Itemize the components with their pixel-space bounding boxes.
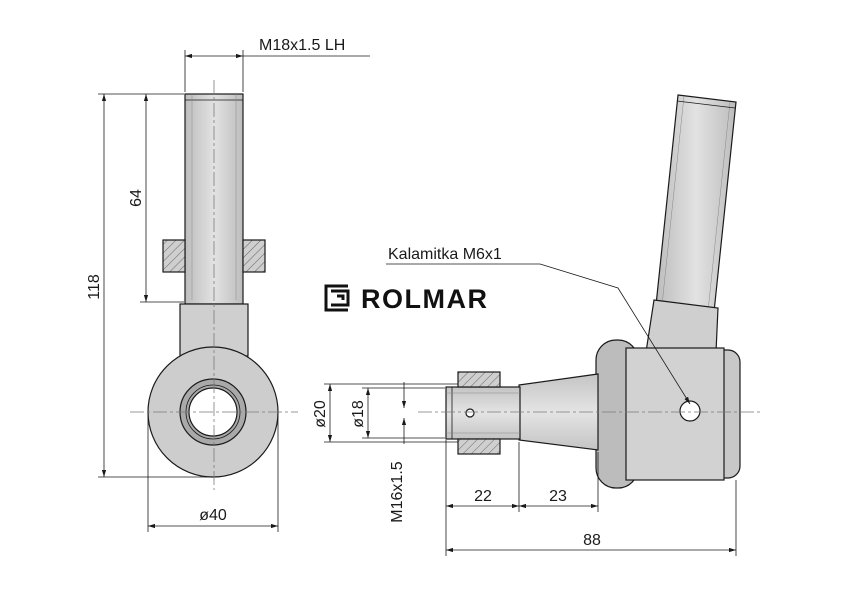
dim-eye-diameter: ø40: [199, 507, 227, 524]
lock-nut-right: [242, 239, 266, 273]
lock-nut-left: [162, 239, 186, 273]
dim-thread-main: M18x1.5 LH: [259, 37, 345, 54]
dim-length-thread: 64: [128, 189, 145, 207]
front-centerlines: [130, 80, 298, 490]
dim-length-23: 23: [549, 488, 567, 505]
front-view: [147, 93, 279, 478]
rolmar-logo-icon: [324, 284, 350, 312]
dim-diameter-20: ø20: [312, 400, 329, 428]
pin-nut-bottom: [457, 438, 501, 455]
pin-nut-top: [457, 371, 501, 388]
side-dimensions: [324, 263, 737, 556]
dim-length-22: 22: [474, 488, 492, 505]
dim-diameter-18: ø18: [350, 400, 367, 428]
grease-nipple-icon: [679, 400, 701, 422]
eye-side-body: [625, 347, 725, 481]
angled-threaded-rod: [655, 94, 737, 313]
threaded-pin: [445, 386, 521, 440]
dim-length-88: 88: [583, 532, 601, 549]
front-dimensions: [98, 50, 370, 532]
side-view: [445, 94, 741, 489]
dim-length-total: 118: [86, 274, 103, 300]
dim-grease-nipple: Kalamitka M6x1: [388, 246, 502, 263]
brand-name: ROLMAR: [361, 284, 488, 314]
angled-neck: [645, 299, 719, 353]
pin-cross-hole: [465, 408, 475, 418]
dim-thread-pin: M16x1.5: [389, 461, 406, 522]
